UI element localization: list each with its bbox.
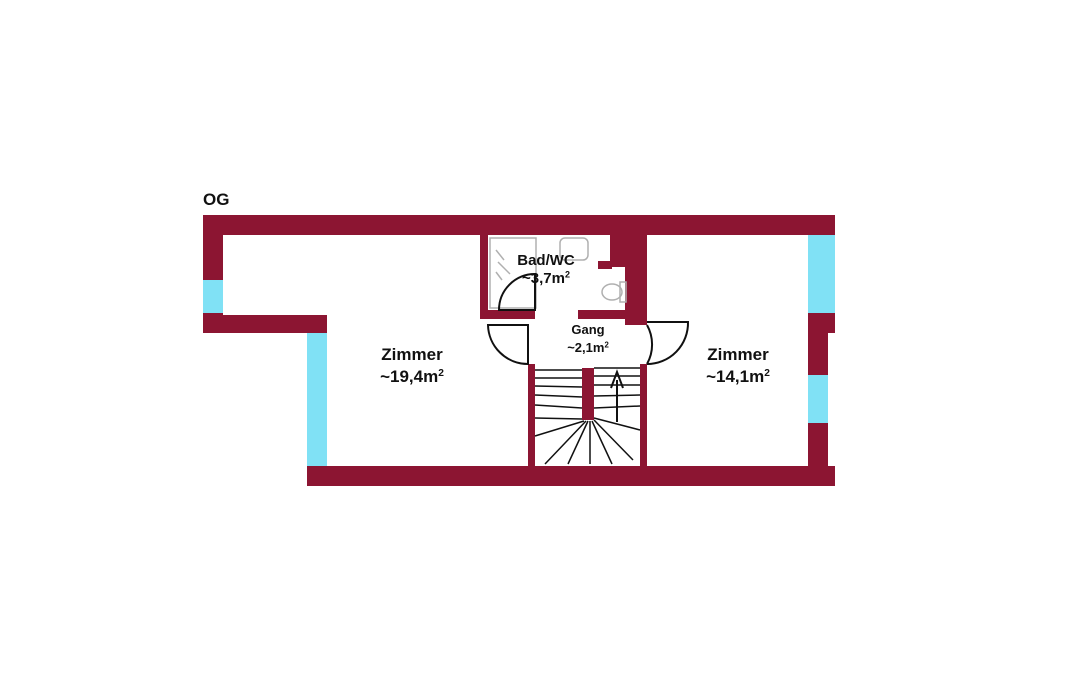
wall-bath-bottom-right xyxy=(578,310,647,319)
stair-tread xyxy=(534,394,583,398)
stair-tread xyxy=(593,417,641,431)
wall-left-step xyxy=(203,315,327,333)
window-right-top xyxy=(808,235,835,313)
wall-left-upper xyxy=(203,215,223,280)
room-name: Bad/WC xyxy=(517,252,575,269)
wall-right-mid xyxy=(808,313,835,333)
wall-right-mid2 xyxy=(808,333,828,375)
toilet-tank xyxy=(619,281,627,303)
sink-icon xyxy=(559,237,589,261)
room-label-bath: Bad/WC ~3,7m2 xyxy=(496,252,596,288)
stair-tread xyxy=(567,420,589,465)
wall-stair-core xyxy=(582,368,594,420)
wall-bottom xyxy=(307,466,835,486)
floor-label: OG xyxy=(203,190,229,210)
room-label-hall: Gang ~2,1m2 xyxy=(540,322,636,355)
room-name: Gang xyxy=(571,322,605,337)
wall-top xyxy=(203,215,835,235)
wall-right-top xyxy=(808,215,835,235)
bath-door-swing xyxy=(497,272,536,311)
arrow-up-icon xyxy=(610,369,624,422)
room-name: Zimmer xyxy=(707,345,769,364)
wall-left-bottom-stub xyxy=(307,466,327,486)
wall-bath-bottom-left xyxy=(480,310,535,319)
hall-door-right-leaf xyxy=(646,321,690,365)
windows xyxy=(203,235,835,466)
hall-door-left-swing xyxy=(486,324,529,366)
stair-tread xyxy=(534,404,583,409)
stair-tread xyxy=(534,385,583,388)
window-right-bottom xyxy=(808,375,828,423)
hall-door-right-swing xyxy=(646,324,654,365)
wall-bath-right xyxy=(625,235,647,325)
stair-tread xyxy=(534,420,585,437)
wall-bath-left xyxy=(480,235,488,317)
stair-tread xyxy=(593,419,634,461)
room-area: ~19,4m2 xyxy=(380,367,444,387)
floor-label-text: OG xyxy=(203,190,230,209)
room-area: ~14,1m2 xyxy=(706,367,770,387)
door-swings xyxy=(486,272,690,366)
shower-head xyxy=(495,249,511,281)
wall-bath-inner xyxy=(598,261,612,269)
wall-right-low-ext xyxy=(808,466,835,486)
room-area: ~3,7m2 xyxy=(522,269,570,287)
arrow-head xyxy=(610,369,624,389)
stair-tread xyxy=(544,420,587,465)
room-area: ~2,1m2 xyxy=(567,339,609,355)
window-left xyxy=(203,280,223,313)
stair-tread xyxy=(534,417,583,420)
walls xyxy=(203,215,835,486)
wall-stair-left xyxy=(528,364,535,468)
room-label-left: Zimmer ~19,4m2 xyxy=(352,345,472,388)
bath-fixtures xyxy=(489,237,627,309)
room-name: Zimmer xyxy=(381,345,443,364)
toilet-icon xyxy=(601,283,623,301)
stair-tread xyxy=(591,420,613,465)
window-bottom-left xyxy=(307,333,327,466)
wall-stair-right xyxy=(640,364,647,468)
room-label-right: Zimmer ~14,1m2 xyxy=(678,345,798,388)
